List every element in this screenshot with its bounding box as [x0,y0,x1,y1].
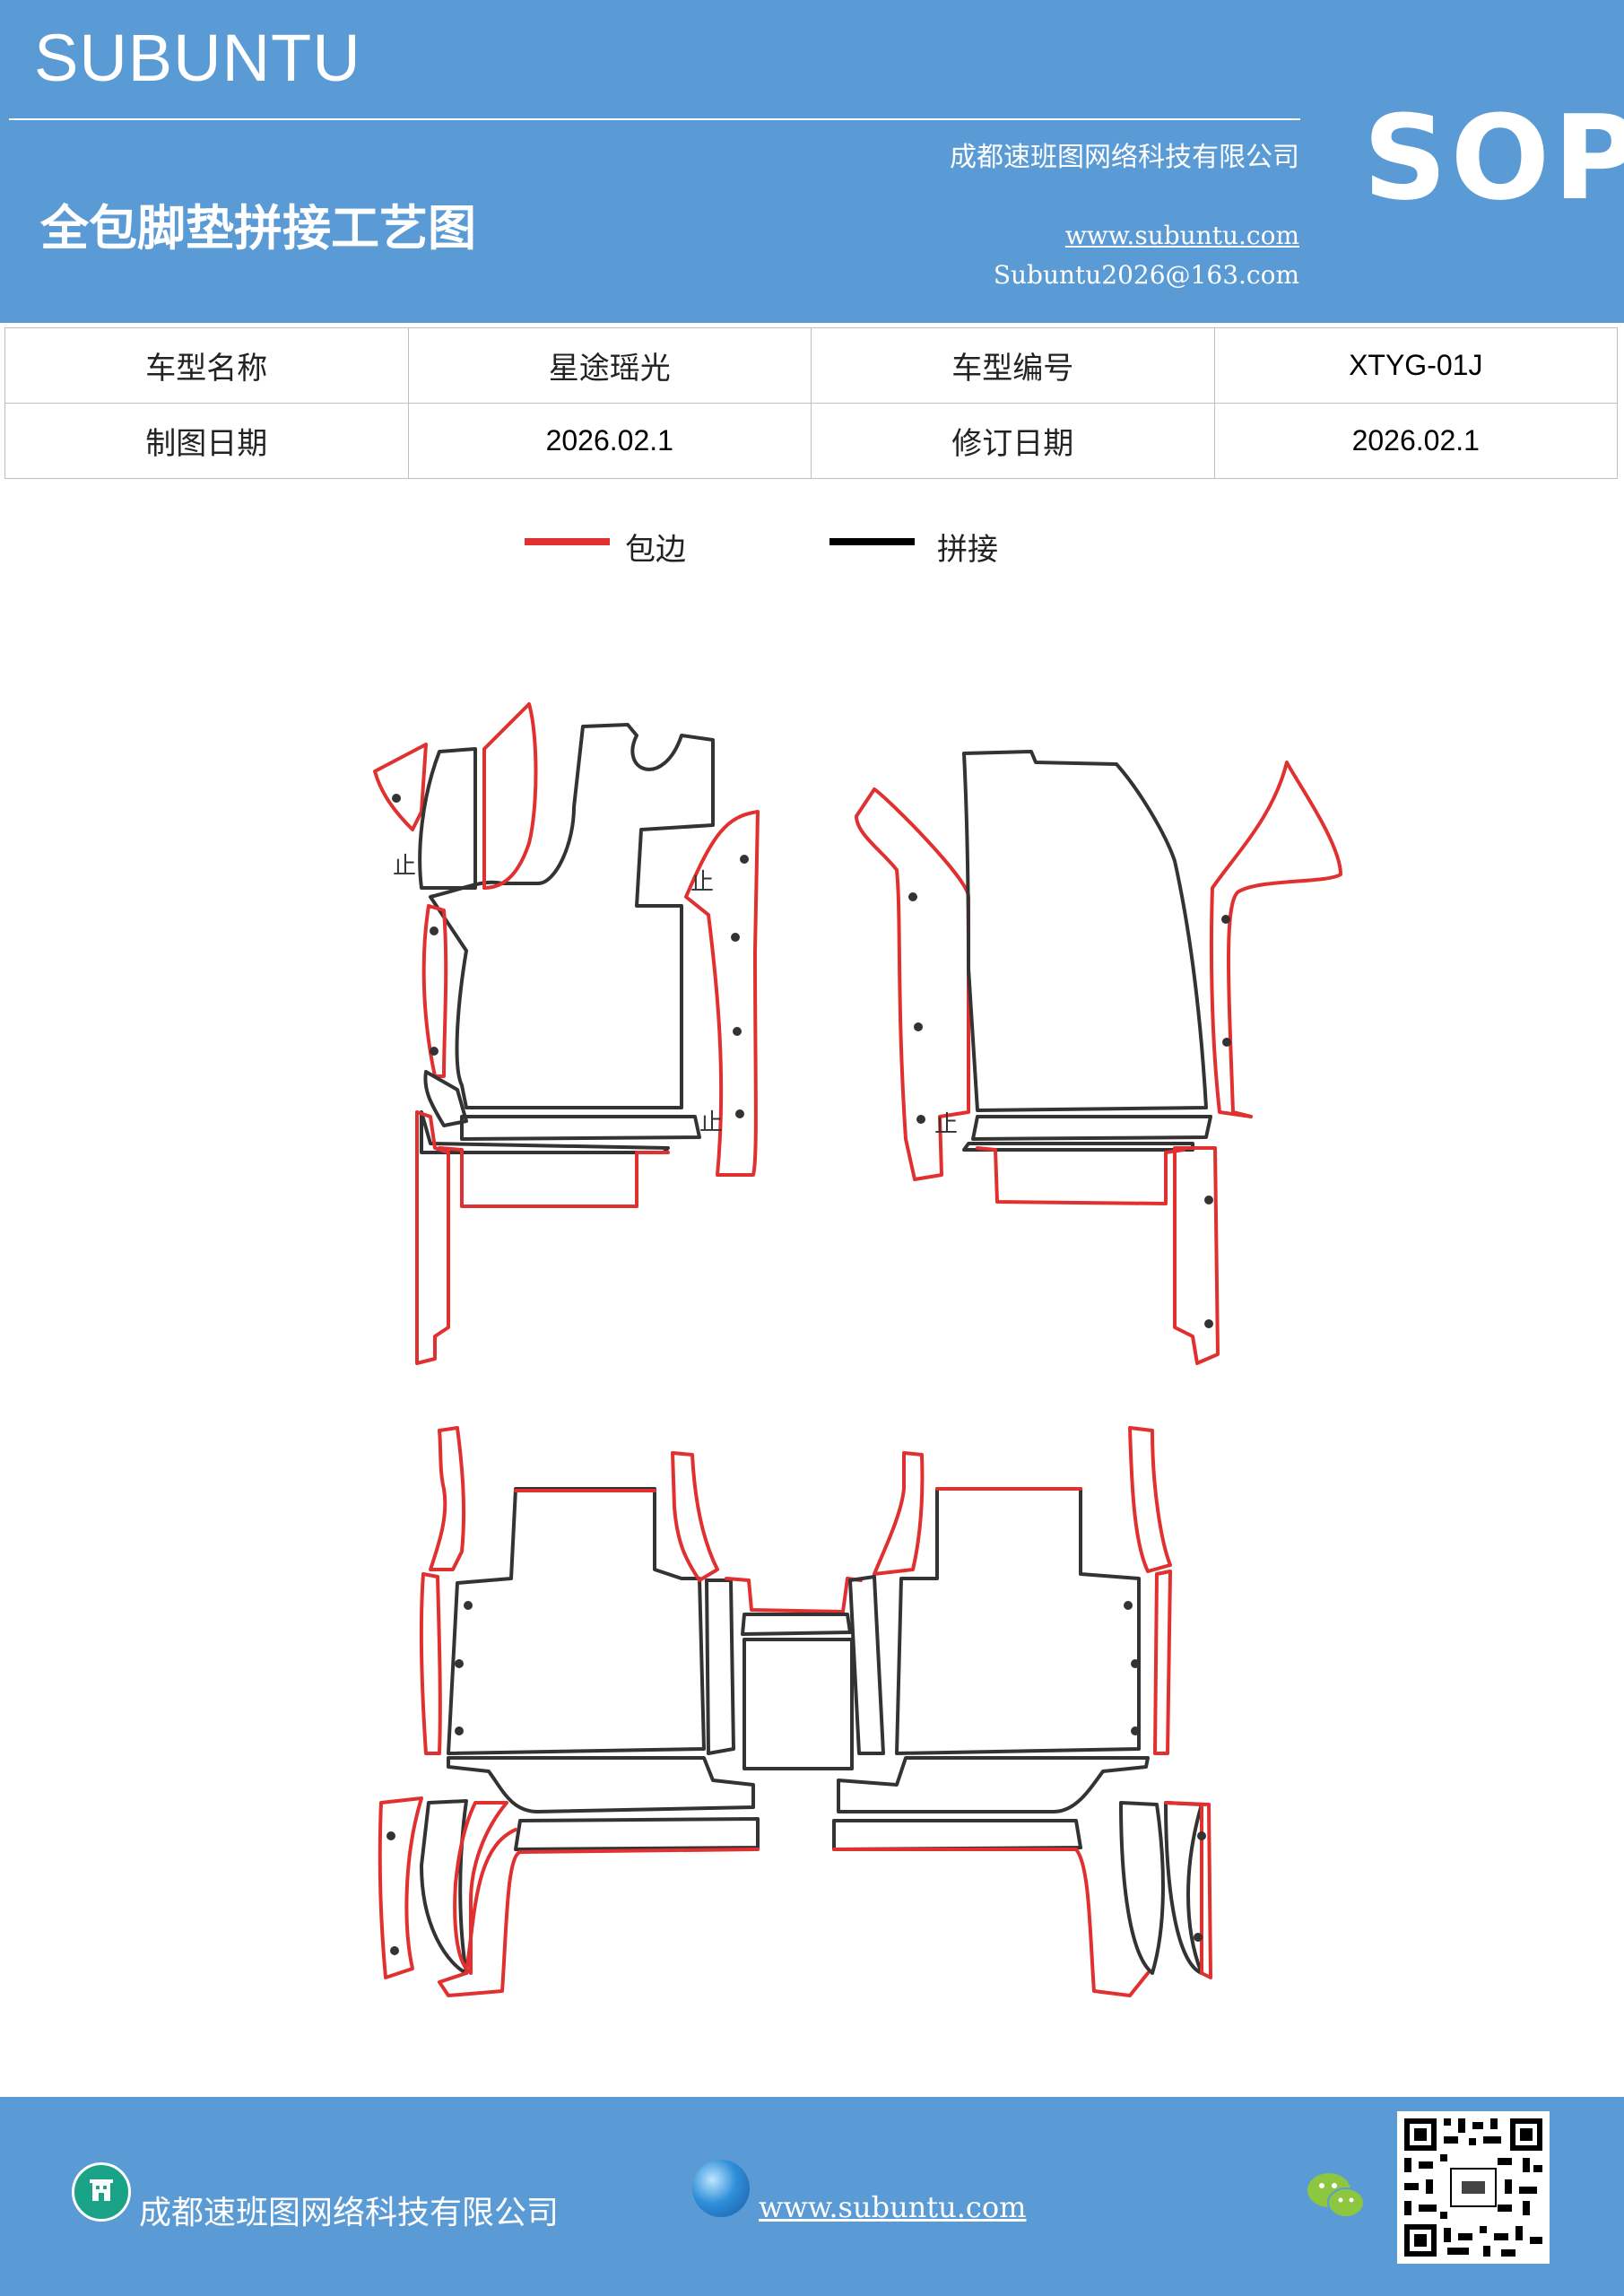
mat-piece [421,904,448,1078]
label-draw-date: 制图日期 [4,403,409,479]
legend-seam-swatch [829,538,915,545]
front-left-mat-group [373,702,760,1365]
mat-piece [1164,1801,1212,1979]
header-company: 成都速班图网络科技有限公司 [950,142,1299,173]
legend-edge-swatch [525,538,610,545]
mat-piece [1164,1801,1203,1975]
mat-piece [418,747,477,890]
fixing-points [386,794,1231,1955]
stop-marker: 止 [690,869,714,896]
mat-piece [419,1572,442,1755]
rear-right-mat-group [832,1426,1212,1997]
mat-piece [743,1638,854,1770]
header-website-link[interactable]: www.subuntu.com [1064,221,1299,250]
mat-piece [837,1756,1150,1813]
mat-piece [460,1115,701,1141]
value-revision-date: 2026.02.1 [1213,403,1618,479]
footer-company: 成都速班图网络科技有限公司 [139,2195,560,2231]
mat-piece [453,1801,508,1975]
mat-piece [1119,1801,1165,1975]
legend-seam-label: 拼接 [937,532,998,568]
stop-markers: 止 止 止 止 [393,853,958,1138]
label-revision-date: 修订日期 [811,403,1215,479]
mat-piece [482,702,538,890]
table-row: 车型名称 星途瑶光 车型编号 XTYG-01J [4,327,1618,404]
mat-piece [423,1070,468,1127]
mat-piece [1128,1426,1172,1573]
building-icon [72,2162,131,2222]
value-model-name: 星途瑶光 [407,327,812,404]
mat-piece [855,787,970,1181]
mat-piece [514,1817,760,1851]
mat-piece [962,750,1208,1112]
value-model-code: XTYG-01J [1213,327,1618,404]
mat-piece [1173,1146,1220,1365]
mat-piece [873,1451,925,1576]
stop-marker: 止 [934,1111,958,1138]
header-divider [9,118,1300,120]
table-row: 制图日期 2026.02.1 修订日期 2026.02.1 [4,403,1618,479]
mat-piece [848,1575,885,1755]
mat-piece [962,1142,1194,1152]
rear-left-mat-group [378,1426,760,1997]
label-model-code: 车型编号 [811,327,1215,404]
value-draw-date: 2026.02.1 [407,403,812,479]
mat-piece [415,1110,450,1365]
mat-piece [373,743,428,831]
mat-piece [1209,761,1342,1118]
front-right-mat-group [855,750,1342,1365]
document-title: 全包脚垫拼接工艺图 [40,199,476,257]
mat-piece [971,1115,1212,1141]
legend: 包边 拼接 [0,525,1624,578]
mat-piece [429,1426,466,1571]
floor-mat-diagram: 止 止 止 止 [373,702,1342,1997]
mat-piece [438,1828,760,1997]
globe-icon [692,2160,750,2217]
mat-piece [725,1577,863,1613]
mat-piece [671,1451,719,1582]
qr-code[interactable] [1397,2111,1550,2264]
footer-website-link[interactable]: www.subuntu.com [759,2190,1027,2224]
brand-name: SUBUNTU [34,21,361,95]
stop-marker: 止 [393,853,416,880]
mat-piece [741,1613,852,1636]
mat-piece [378,1796,423,1979]
mat-piece [832,1848,1150,1997]
center-tunnel-mat [725,1577,863,1770]
legend-edge-label: 包边 [625,532,686,568]
mat-piece [832,1819,1082,1851]
mat-piece [447,1756,755,1813]
mat-piece [429,723,715,1109]
header: SUBUNTU 成都速班图网络科技有限公司 全包脚垫拼接工艺图 www.subu… [0,0,1624,323]
mat-piece [447,1487,706,1755]
header-email: Subuntu2026@163.com [993,260,1299,290]
mat-piece [684,810,760,1177]
label-model-name: 车型名称 [4,327,409,404]
mat-piece [976,1146,1185,1205]
info-table: 车型名称 星途瑶光 车型编号 XTYG-01J 制图日期 2026.02.1 修… [4,327,1618,479]
mat-piece [420,1110,670,1154]
footer: 成都速班图网络科技有限公司 www.subuntu.com [0,2097,1624,2296]
mat-piece [895,1487,1141,1755]
mat-piece [1153,1570,1172,1755]
mat-piece [705,1578,735,1755]
wechat-icon[interactable] [1305,2169,1368,2222]
mat-piece [438,1146,670,1208]
stop-marker: 止 [699,1109,723,1136]
sop-badge: SOP [1363,90,1624,226]
